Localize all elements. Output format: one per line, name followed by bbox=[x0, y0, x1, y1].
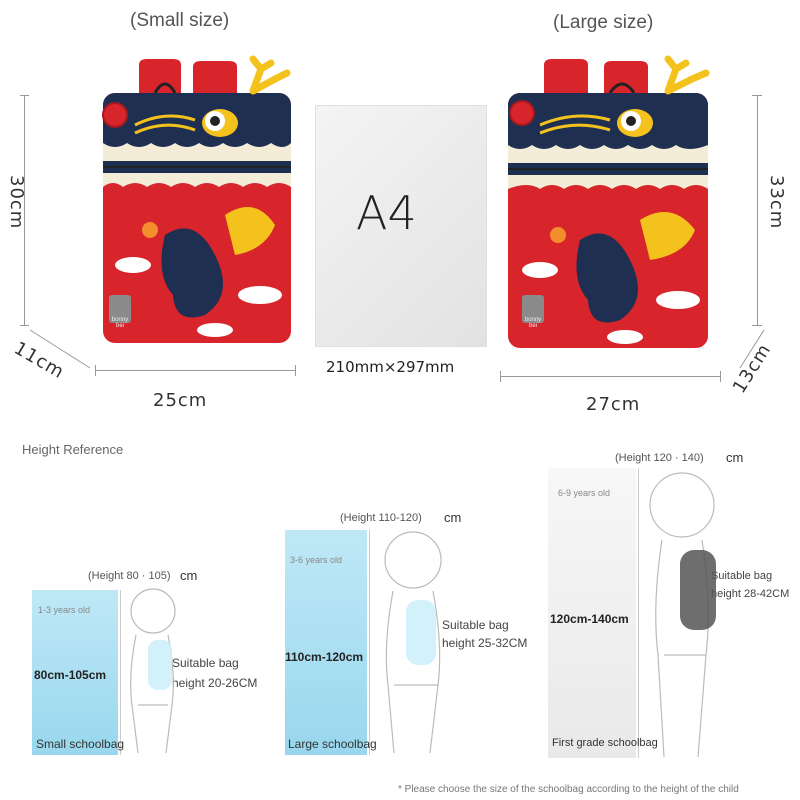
column-3-range: 120cm-140cm bbox=[550, 612, 629, 626]
column-1-bag-line1: Suitable bag bbox=[172, 656, 239, 670]
large-height-tick-bottom bbox=[752, 325, 762, 326]
height-reference-title: Height Reference bbox=[22, 442, 124, 457]
column-1-bar bbox=[32, 590, 118, 755]
large-width-tick-right bbox=[720, 371, 721, 382]
column-1-height-text: (Height 80 · 105) bbox=[88, 570, 171, 582]
column-3-height-label: (Height 120 · 140) bbox=[615, 452, 704, 464]
large-height-label: 33cm bbox=[766, 175, 787, 230]
column-3-age: 6-9 years old bbox=[558, 488, 611, 498]
large-width-line bbox=[500, 376, 720, 377]
small-width-label: 25cm bbox=[153, 390, 208, 411]
small-brand-label: bonny bei bbox=[111, 317, 129, 329]
column-2-scale-line bbox=[369, 530, 370, 755]
large-size-title: (Large size) bbox=[553, 12, 654, 33]
large-width-label: 27cm bbox=[586, 394, 641, 415]
small-size-title: (Small size) bbox=[130, 10, 230, 31]
column-1-caption: Small schoolbag bbox=[36, 737, 125, 751]
column-3-scale-line bbox=[638, 468, 639, 758]
column-3-bag-line2: height 28-42CM bbox=[711, 588, 790, 600]
column-2-bag-line2: height 25-32CM bbox=[442, 636, 528, 650]
small-width-tick-right bbox=[295, 365, 296, 376]
column-2-range: 110cm-120cm bbox=[285, 650, 364, 664]
column-1-height-label: (Height 80 · 105) bbox=[88, 570, 171, 582]
column-2-age: 3-6 years old bbox=[290, 555, 343, 565]
large-width-tick-left bbox=[500, 371, 501, 382]
a4-size-label: 210mm×297mm bbox=[326, 358, 455, 376]
large-backpack-image: bonny bei bbox=[500, 55, 720, 355]
column-2-height-label: (Height 110-120) bbox=[340, 512, 422, 524]
a4-label: A4 bbox=[356, 186, 417, 240]
column-3-caption: First grade schoolbag bbox=[552, 737, 658, 749]
small-height-tick-bottom bbox=[20, 325, 29, 326]
column-3-height-text: (Height 120 · 140) bbox=[615, 452, 704, 464]
column-3-unit: cm bbox=[726, 450, 744, 465]
column-1-range: 80cm-105cm bbox=[34, 668, 107, 682]
column-3-bag-line1: Suitable bag bbox=[711, 570, 773, 582]
footnote: * Please choose the size of the schoolba… bbox=[398, 784, 739, 795]
column-1-bag-line2: height 20-26CM bbox=[172, 676, 258, 690]
column-2-height-text: (Height 110-120) bbox=[340, 512, 422, 524]
large-brand-label: bonny bei bbox=[524, 317, 542, 329]
column-2-unit: cm bbox=[444, 510, 462, 525]
column-1-age: 1-3 years old bbox=[38, 605, 91, 615]
column-3-bar bbox=[548, 468, 636, 758]
small-backpack-image: bonny bei bbox=[95, 55, 300, 350]
small-height-tick-top bbox=[20, 95, 29, 96]
small-width-line bbox=[95, 370, 295, 371]
column-1-scale-line bbox=[120, 590, 121, 755]
column-2-bar bbox=[285, 530, 367, 755]
small-height-label: 30cm bbox=[6, 175, 27, 230]
column-3-child-figure bbox=[649, 472, 716, 758]
column-2-bag-line1: Suitable bag bbox=[442, 618, 509, 632]
column-2-caption: Large schoolbag bbox=[288, 737, 377, 751]
column-1-child-figure bbox=[130, 588, 176, 754]
small-width-tick-left bbox=[95, 365, 96, 376]
column-2-child-figure bbox=[384, 531, 442, 754]
a4-paper: A4 bbox=[315, 105, 487, 347]
small-height-line bbox=[24, 95, 25, 325]
large-height-tick-top bbox=[752, 95, 762, 96]
column-1-unit: cm bbox=[180, 568, 198, 583]
large-height-line bbox=[757, 95, 758, 325]
